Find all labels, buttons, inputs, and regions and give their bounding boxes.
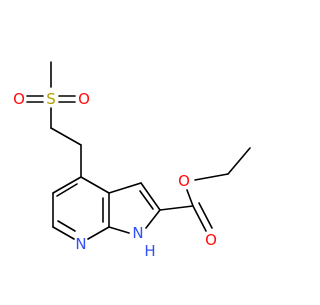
bond-lines	[26, 61, 251, 240]
bond-c6-n7-inner	[57, 220, 76, 232]
sulfonyl-oxygen-right-label: O	[78, 90, 90, 108]
molecule-diagram: S O O O O N N H	[13, 61, 251, 260]
bond-ch2-ch3	[227, 147, 251, 175]
pyrrole-hydrogen-label: H	[144, 242, 155, 260]
bond-c4-c5-inner	[56, 183, 78, 197]
ester-ether-oxygen-label: O	[178, 172, 190, 190]
bond-carbonyl-ether-o	[186, 189, 194, 207]
pyrrole-nitrogen-label: N	[132, 224, 143, 242]
bond-c3a-c3	[108, 182, 142, 194]
bond-c6-n7	[52, 226, 75, 240]
bond-n7-c7a	[87, 226, 110, 240]
bond-c3-c2	[140, 182, 161, 211]
bond-c4-c5	[52, 176, 82, 194]
bond-c2-n1	[145, 209, 161, 229]
bond-carbonyl-o-a	[192, 205, 207, 232]
sulfonyl-oxygen-left-label: O	[13, 90, 25, 108]
atom-labels: S O O O O N N H	[13, 90, 217, 260]
structure-canvas: S O O O O N N H	[13, 61, 251, 260]
bond-c3-c2-inner	[139, 190, 154, 210]
bond-carbonyl-o-b	[198, 202, 213, 229]
pyridine-nitrogen-label: N	[75, 235, 86, 253]
bond-c2-carbonyl	[159, 205, 194, 211]
bond-ether-o-ch2	[194, 173, 229, 181]
bond-ch2-ch2	[50, 127, 82, 146]
ester-carbonyl-oxygen-label: O	[205, 231, 217, 249]
sulfur-label: S	[46, 90, 56, 108]
bond-n1-c7a	[108, 226, 130, 234]
bond-c3a-c4	[80, 176, 110, 194]
